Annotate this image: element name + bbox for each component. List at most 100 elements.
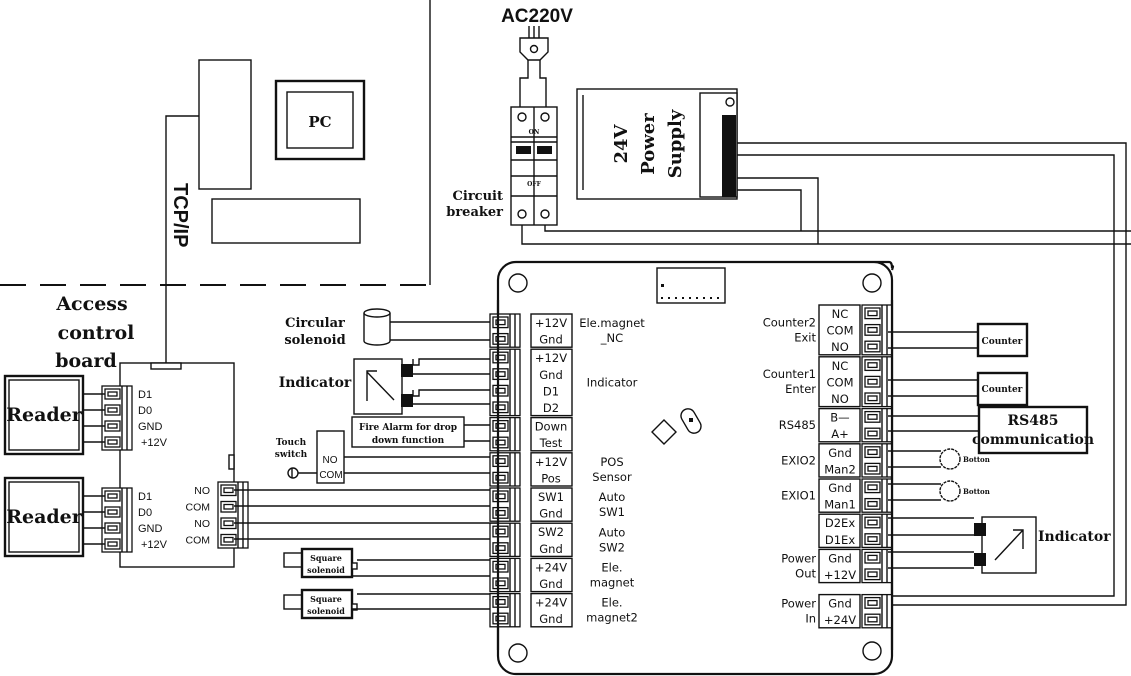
terminal-rail xyxy=(881,594,888,628)
terminal-function-label: SW1 xyxy=(599,505,625,519)
terminal-screw-slot xyxy=(223,536,234,543)
reader-label: Reader xyxy=(6,404,83,426)
square-solenoid-wires xyxy=(352,593,497,610)
controller-terminal-block xyxy=(861,478,893,513)
pin-label: Gnd xyxy=(828,597,852,611)
terminal-rail xyxy=(881,305,888,355)
mounting-hole xyxy=(862,641,882,661)
terminal-function-label: Counter2 xyxy=(763,315,816,329)
pin-label-box xyxy=(818,304,861,356)
square-solenoid-label-line1: Square xyxy=(310,553,342,563)
counter-exit-wires xyxy=(888,331,978,349)
pin-label-box xyxy=(530,416,573,452)
pin-label: Pos xyxy=(541,471,561,485)
relay-pin-label: COM xyxy=(186,535,211,547)
terminal-rail xyxy=(881,549,888,583)
terminal-screw-slot xyxy=(223,503,234,510)
pin-label-box xyxy=(818,548,861,584)
controller-terminal-block xyxy=(489,557,521,593)
controller-terminal-block xyxy=(861,304,893,356)
terminal-rail xyxy=(509,593,516,627)
terminal-function-label: POS xyxy=(600,455,623,469)
terminal-screw-slot xyxy=(107,525,118,531)
touch-switch-label-line2: switch xyxy=(275,450,308,460)
terminal-screw-slot xyxy=(107,439,118,445)
counter-enter-wires xyxy=(888,379,978,397)
pin-label-box xyxy=(530,348,573,417)
pin-label: Down xyxy=(535,420,568,434)
terminal-screw-slot xyxy=(495,580,506,587)
psu-label-line2: Power xyxy=(638,113,659,175)
terminal-function-label: magnet2 xyxy=(586,611,638,625)
psu-label-line1: 24V xyxy=(611,123,632,163)
reader-pin-label: GND xyxy=(138,523,163,535)
square-solenoid-1: Square solenoid xyxy=(283,547,497,579)
access-board-network-port xyxy=(150,362,182,370)
terminal-function-label: Sensor xyxy=(592,470,632,484)
tcp-ip-cable xyxy=(165,115,199,365)
mounting-hole xyxy=(508,273,528,293)
terminal-function-label: Ele. xyxy=(601,561,622,575)
fire-alarm-box xyxy=(351,416,465,448)
right-devices: Counter Counter RS485 communication Bott… xyxy=(888,322,1111,574)
breaker-output-cable-1 xyxy=(521,225,1131,245)
breaker-screw-icon xyxy=(540,112,550,122)
pin-label-box xyxy=(530,522,573,558)
circular-solenoid-top xyxy=(363,308,391,318)
terminal-screw-slot xyxy=(867,378,878,385)
access-board-title-line3: board xyxy=(55,350,117,372)
terminal-function-label: Ele. xyxy=(601,596,622,610)
counter-exit-box xyxy=(976,322,1029,358)
relay-pin-label: COM xyxy=(186,502,211,514)
square-solenoid-label-line1: Square xyxy=(310,594,342,604)
left-indicator-symbol xyxy=(366,370,395,401)
reader-pin-label: +12V xyxy=(141,437,168,449)
pin-label: +12V xyxy=(535,316,567,330)
controller-right-terminals: NCCOMNOCounter2ExitNCCOMNOCounter1EnterB… xyxy=(763,300,894,650)
plug-screw-icon xyxy=(529,44,539,54)
pin-label: D1Ex xyxy=(825,533,855,547)
pin-label-box xyxy=(530,487,573,522)
terminal-screw-slot xyxy=(495,354,506,361)
breaker-on-label: ON xyxy=(529,129,540,136)
access-board-title-line1: Access xyxy=(55,293,127,315)
pin-label: SW2 xyxy=(538,525,564,539)
pin-label-box xyxy=(818,356,861,408)
button-exio2-label: Botton xyxy=(963,455,990,464)
pin-label: NO xyxy=(831,340,849,354)
reader-pin-label: D0 xyxy=(138,507,152,519)
terminal-screw-slot xyxy=(107,541,118,547)
button-exio2-icon[interactable] xyxy=(939,448,961,470)
button-exio1-icon[interactable] xyxy=(939,480,961,502)
board-component-dot xyxy=(689,418,693,422)
terminal-screw-slot xyxy=(495,404,506,411)
breaker-dividers xyxy=(511,107,557,225)
pin-label: Gnd xyxy=(828,481,852,495)
controller-terminal-block xyxy=(489,313,521,348)
right-indicator-connector xyxy=(974,523,986,536)
reader-label: Reader xyxy=(6,506,83,528)
rs485-wires xyxy=(888,415,979,432)
terminal-screw-slot xyxy=(867,395,878,402)
pin-label: +24V xyxy=(535,596,567,610)
square-solenoid-plunger xyxy=(283,552,303,568)
pin-label: Gnd xyxy=(539,542,563,556)
button-exio1-wires xyxy=(888,483,941,501)
rs485-label-line2: communication xyxy=(972,432,1094,448)
counter-exit-label: Counter xyxy=(982,337,1023,347)
access-control-board: Access control board xyxy=(55,293,235,568)
terminal-function-label: Counter1 xyxy=(763,367,816,381)
controller-terminal-block xyxy=(861,443,893,478)
controller-terminal-block xyxy=(861,356,893,408)
pin-label: +24V xyxy=(535,560,567,574)
pin-label-box xyxy=(818,407,861,443)
terminal-screw-slot xyxy=(495,528,506,535)
terminal-screw-slot xyxy=(867,599,878,606)
left-indicator-connector xyxy=(401,364,413,377)
breaker-label-line2: breaker xyxy=(446,205,503,220)
terminal-screw-slot xyxy=(867,326,878,333)
